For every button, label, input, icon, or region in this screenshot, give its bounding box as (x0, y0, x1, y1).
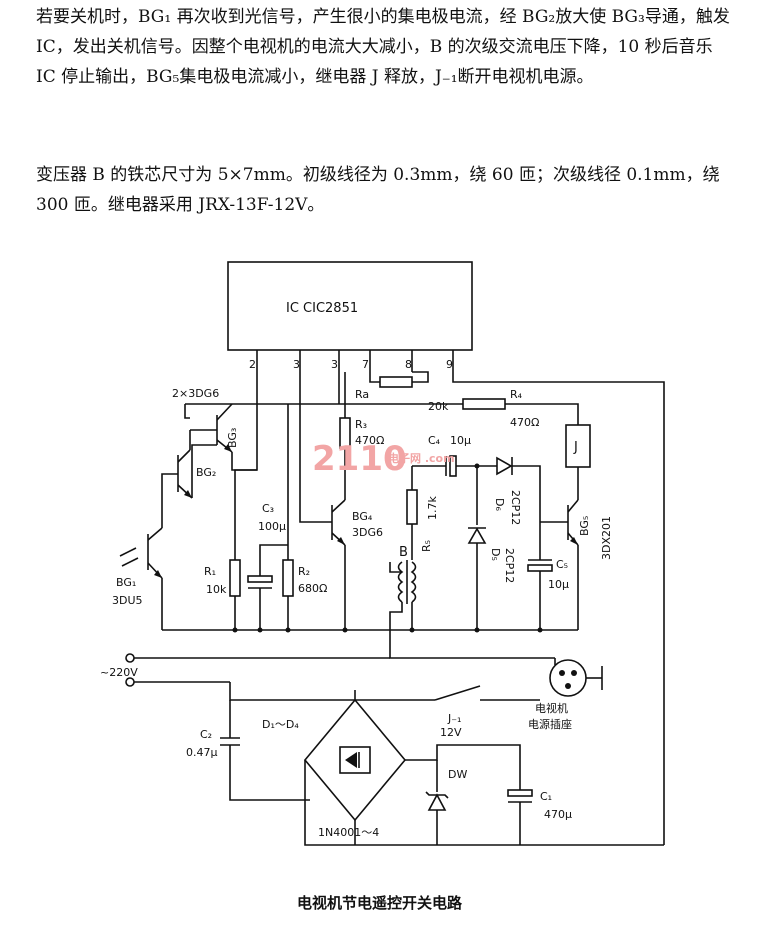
pin-3a: 3 (293, 358, 300, 371)
pin-7: 7 (362, 358, 369, 371)
c3-label: C₃ (262, 502, 274, 515)
r2-value: 680Ω (298, 582, 327, 595)
r4-label: R₄ (510, 388, 523, 401)
pin-3b: 3 (331, 358, 338, 371)
capacitor-c1 (507, 789, 533, 797)
bg2-label: BG₂ (196, 466, 216, 479)
bg4-label: BG₄ (352, 510, 373, 523)
r1-value: 10k (206, 583, 227, 596)
light-arrow-icon (119, 547, 137, 557)
c5-label: C₅ (556, 558, 568, 571)
r3-label: R₃ (355, 418, 367, 431)
watermark-small: 电子网 .com (388, 451, 455, 465)
bg4-type: 3DG6 (352, 526, 383, 539)
c2-value: 0.47μ (186, 746, 218, 759)
tv-power-socket (549, 659, 587, 697)
paragraph-1: 若要关机时，BG₁ 再次收到光信号，产生很小的集电极电流，经 BG₂放大使 BG… (36, 7, 730, 87)
c3-value: 100μ (258, 520, 286, 533)
transformer-b-primary (397, 561, 404, 603)
d6-type: 2CP12 (509, 490, 522, 525)
bg5-type: 3DX201 (600, 516, 613, 560)
relay-j (565, 424, 591, 468)
resistor-r1 (229, 559, 241, 597)
socket-label-1: 电视机 (535, 701, 568, 715)
ic-block (227, 261, 473, 351)
resistor-ra (379, 376, 413, 388)
diode-d6 (496, 456, 513, 476)
ac-label: ~220V (100, 666, 138, 679)
circuit-diagram: IC CIC2851 2 3 3 7 8 9 Ra 20k R₄ 470Ω 2×… (100, 261, 665, 846)
c1-value: 470μ (544, 808, 572, 821)
bg3-label: BG₃ (226, 428, 239, 448)
relay-j-label: J (573, 440, 578, 455)
r2-label: R₂ (298, 565, 310, 578)
bg5-label: BG₅ (578, 516, 591, 536)
relay-contact-j1 (434, 685, 481, 701)
capacitor-c3 (247, 575, 273, 583)
socket-label-2: 电源插座 (528, 717, 572, 731)
ra-label: Ra (355, 388, 369, 401)
c2-label: C₂ (200, 728, 212, 741)
d5-type: 2CP12 (503, 548, 516, 583)
resistor-r5 (406, 489, 418, 525)
r3-value: 470Ω (355, 434, 384, 447)
c1-label: C₁ (540, 790, 552, 803)
resistor-r2 (282, 559, 294, 597)
r1-label: R₁ (204, 565, 216, 578)
bridge-label: D₁～D₄ (262, 718, 299, 731)
j1-label: J₋₁ (447, 712, 461, 725)
ic-label: IC CIC2851 (286, 301, 358, 316)
transformer-b-secondary (410, 561, 417, 603)
c4-label: C₄ (428, 434, 441, 447)
bg1-type: 3DU5 (112, 594, 143, 607)
ra-value: 20k (428, 400, 449, 413)
watermark: 2110 (312, 439, 407, 479)
c5-value: 10μ (548, 578, 569, 591)
paragraph-2: 变压器 B 的铁芯尺寸为 5×7mm。初级线径为 0.3mm，绕 60 匝；次级… (36, 165, 720, 215)
r4-value: 470Ω (510, 416, 539, 429)
pin-8: 8 (405, 358, 412, 371)
pin-2: 2 (249, 358, 256, 371)
d5-label: D₅ (489, 548, 502, 561)
c4-value: 10μ (450, 434, 471, 447)
transformer-b-label: B (399, 545, 408, 560)
bg1-label: BG₁ (116, 576, 136, 589)
bridge-type: 1N4001～4 (318, 826, 379, 839)
diode-d5 (467, 527, 487, 544)
d6-label: D₆ (493, 498, 506, 511)
resistor-r4 (462, 398, 506, 410)
pin-9: 9 (446, 358, 453, 371)
dw-label: DW (448, 768, 467, 781)
ac-terminal-1 (125, 653, 135, 663)
r5-value: 1.7k (426, 496, 439, 520)
ac-terminal-2 (125, 677, 135, 687)
zener-dw (427, 793, 447, 811)
r5-label: R₅ (420, 540, 433, 552)
figure-caption: 电视机节电遥控开关电路 (296, 894, 462, 912)
bg-pair-label: 2×3DG6 (172, 387, 219, 400)
voltage-label: 12V (440, 726, 462, 739)
